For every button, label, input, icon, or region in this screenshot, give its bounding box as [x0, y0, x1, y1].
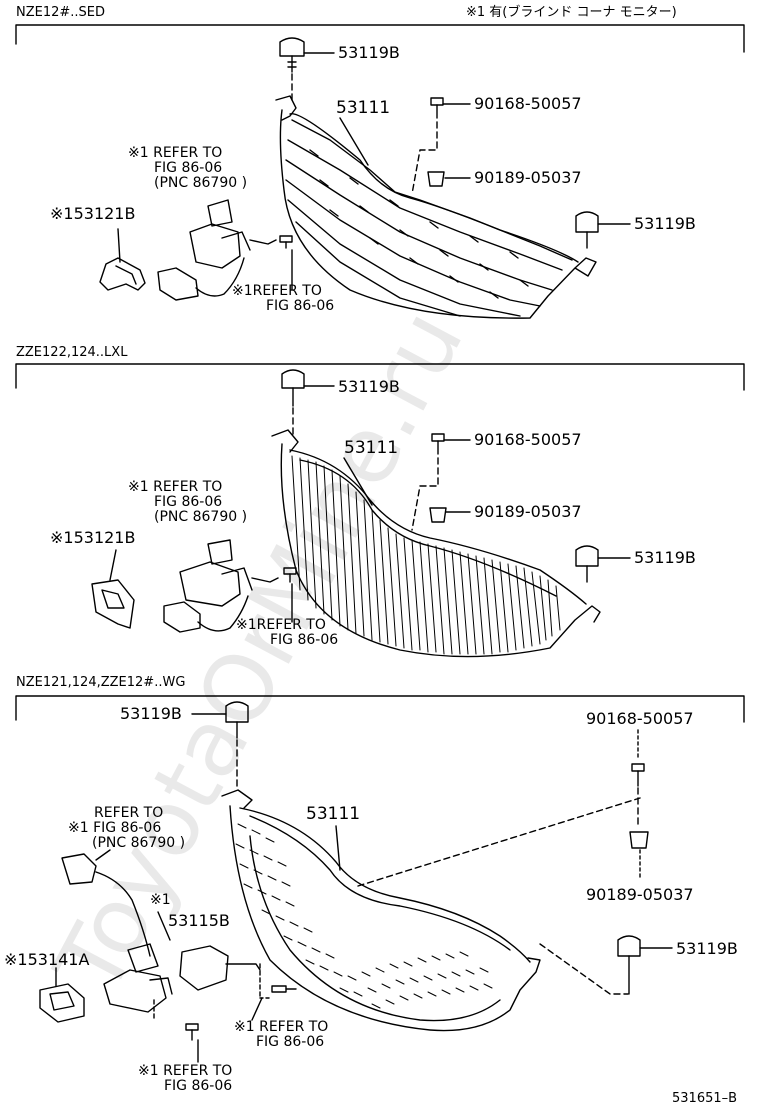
grille-53111-1 [275, 95, 597, 319]
section1-frame [15, 24, 745, 53]
nut-90189-2 [429, 507, 447, 523]
refer-note-bolt-a: ※1 REFER TO FIG 86-06 [234, 1019, 329, 1050]
grille-slats-2 [291, 455, 561, 655]
part-90189-05037[interactable]: 90189-05037 [474, 168, 582, 187]
part-53119b-top[interactable]: 53119B [338, 43, 400, 62]
section3-frame [15, 695, 745, 723]
part-90168-50057[interactable]: 90168-50057 [474, 94, 582, 113]
part-53119b-top[interactable]: 53119B [338, 377, 400, 396]
leader [339, 117, 369, 166]
figure-code: 531651–B [672, 1091, 738, 1106]
clip-53119b-right-3 [617, 935, 641, 995]
part-90189-05037[interactable]: 90189-05037 [586, 885, 694, 904]
clip-53119b-right-1 [575, 211, 599, 249]
connector-3 [61, 853, 151, 957]
part-90168-50057[interactable]: 90168-50057 [586, 709, 694, 728]
part-53111[interactable]: 53111 [306, 804, 361, 824]
clip-53119b-top-1 [279, 37, 305, 73]
bolt-1 [279, 235, 293, 249]
cover-53141a [39, 983, 85, 1023]
camera-module-2 [179, 539, 279, 607]
part-53121b[interactable]: ※153121B [50, 204, 136, 223]
camera-module-1 [189, 199, 277, 269]
part-53111[interactable]: 53111 [344, 438, 399, 458]
legend-note: ※1 有(ブラインド コーナ モニター) [466, 5, 677, 20]
cover-53121b-1 [99, 257, 146, 291]
connector-2 [163, 595, 249, 633]
grille-53111-2 [271, 429, 601, 658]
grille-mesh-3 [235, 823, 493, 1009]
screw-90168-3 [631, 763, 645, 787]
part-53119b-right[interactable]: 53119B [634, 548, 696, 567]
leader [117, 228, 121, 263]
part-53121b[interactable]: ※153121B [50, 528, 136, 547]
section2-header: ZZE122,124..LXL [16, 345, 128, 360]
part-53115b[interactable]: 53115B [168, 911, 230, 930]
part-53119b-right[interactable]: 53119B [676, 939, 738, 958]
clip-53119b-top-3 [225, 701, 249, 739]
refer-note-camera: REFER TO※1 FIG 86-06(PNC 86790 ) [68, 805, 186, 851]
bolt-3b [185, 1023, 199, 1041]
cover-53121b-2 [91, 579, 135, 629]
part-53141a[interactable]: ※153141A [4, 950, 90, 969]
bracket-mark: ※1 [150, 892, 171, 908]
part-53119b-top[interactable]: 53119B [120, 704, 182, 723]
grille-53111-3 [221, 789, 541, 1032]
screw-90168-2 [431, 433, 445, 455]
refer-note-bolt-b: ※1 REFER TO FIG 86-06 [138, 1063, 233, 1094]
bracket-53115b [179, 945, 261, 991]
part-53119b-right[interactable]: 53119B [634, 214, 696, 233]
connector-1 [157, 257, 245, 301]
bolt-2 [283, 567, 297, 583]
section2-frame [15, 363, 745, 391]
section1-header: NZE12#..SED [16, 5, 106, 20]
part-53111[interactable]: 53111 [336, 98, 391, 118]
bolt-3a [271, 985, 297, 993]
part-90168-50057[interactable]: 90168-50057 [474, 430, 582, 449]
screw-90168-1 [430, 97, 444, 119]
clip-53119b-top-2 [281, 369, 305, 407]
nut-90189-3 [629, 831, 649, 849]
section3-header: NZE121,124,ZZE12#..WG [16, 675, 186, 690]
camera-module-3 [103, 943, 173, 1013]
clip-53119b-right-2 [575, 545, 599, 583]
nut-90189-1 [427, 171, 445, 187]
part-90189-05037[interactable]: 90189-05037 [474, 502, 582, 521]
